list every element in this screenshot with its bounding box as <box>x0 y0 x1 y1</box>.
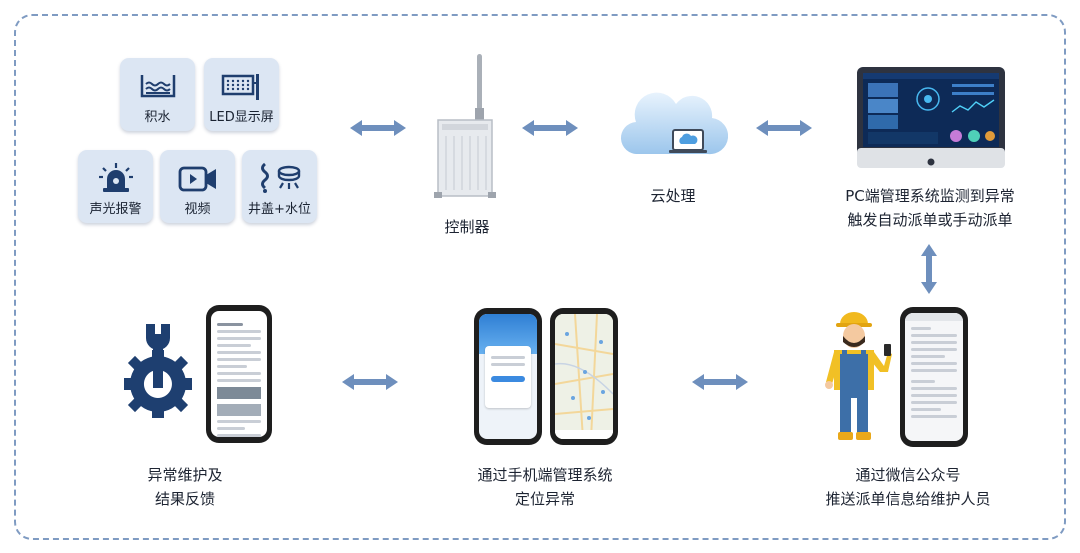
wechat-label-line1: 通过微信公众号 <box>855 466 961 484</box>
mobile-label: 通过手机端管理系统 定位异常 <box>450 463 640 511</box>
mobile-label-line2: 定位异常 <box>514 490 575 508</box>
wechat-label-line2: 推送派单信息给维护人员 <box>825 490 991 508</box>
maintenance-label-line2: 结果反馈 <box>154 490 215 508</box>
maintenance-phone <box>206 305 272 443</box>
wechat-phone-screen <box>905 313 963 441</box>
tile-manhole: 井盖+水位 <box>242 150 317 223</box>
map-icon <box>555 314 613 439</box>
arrow-pc-wechat <box>921 244 937 294</box>
pc-label-line1: PC端管理系统监测到异常 <box>845 187 1015 205</box>
tile-video-label: 视频 <box>184 202 211 217</box>
led-screen-icon <box>221 74 259 100</box>
mobile-map-phone <box>550 308 618 445</box>
mobile-label-line1: 通过手机端管理系统 <box>477 466 613 484</box>
maintenance-label: 异常维护及 结果反馈 <box>110 463 260 511</box>
maintenance-phone-screen <box>211 311 267 437</box>
cloud-icon <box>621 92 728 155</box>
manhole-water-level-icon <box>260 162 300 193</box>
arrow-controller-cloud <box>522 120 578 136</box>
water-icon <box>140 75 175 98</box>
mobile-map-screen <box>555 314 613 439</box>
tile-manhole-label: 井盖+水位 <box>248 202 311 217</box>
mobile-login-screen <box>479 314 537 439</box>
pc-label: PC端管理系统监测到异常 触发自动派单或手动派单 <box>820 184 1040 232</box>
arrow-sensors-controller <box>350 120 406 136</box>
wechat-phone <box>900 307 968 447</box>
video-camera-icon <box>178 166 216 192</box>
maintenance-gear-wrench-icon <box>124 324 192 418</box>
alarm-light-icon <box>98 163 133 192</box>
mobile-login-phone <box>474 308 542 445</box>
controller-label: 控制器 <box>444 218 490 236</box>
cloud-label: 云处理 <box>650 187 696 205</box>
tile-video: 视频 <box>160 150 235 223</box>
maintenance-worker-icon <box>825 312 892 440</box>
tile-water-label: 积水 <box>144 110 171 125</box>
tile-led: LED显示屏 <box>204 58 279 131</box>
wechat-label: 通过微信公众号 推送派单信息给维护人员 <box>800 463 1016 511</box>
tile-alarm: 声光报警 <box>78 150 153 223</box>
maintenance-label-line1: 异常维护及 <box>147 466 223 484</box>
tile-water: 积水 <box>120 58 195 131</box>
controller-device-icon <box>434 54 496 198</box>
pc-label-line2: 触发自动派单或手动派单 <box>847 211 1013 229</box>
tile-alarm-label: 声光报警 <box>89 202 142 217</box>
arrow-mobile-maintenance <box>342 374 398 390</box>
arrow-cloud-pc <box>756 120 812 136</box>
diagram-frame <box>14 14 1066 540</box>
arrow-wechat-mobile <box>692 374 748 390</box>
tile-led-label: LED显示屏 <box>209 110 274 125</box>
pc-monitor-icon <box>857 67 1005 168</box>
